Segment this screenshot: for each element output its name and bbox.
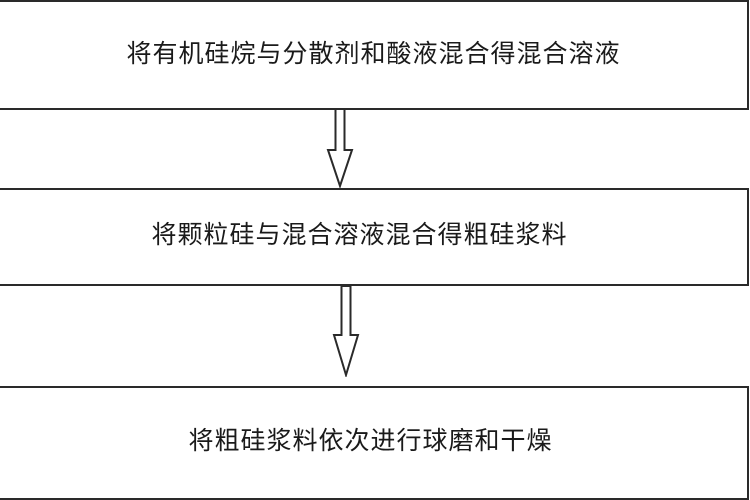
step-label-2: 将颗粒硅与混合溶液混合得粗硅浆料 — [151, 220, 568, 249]
step-box-1: 将有机硅烷与分散剂和酸液混合得混合溶液 — [0, 0, 749, 110]
step-box-3: 将粗硅浆料依次进行球磨和干燥 — [0, 386, 749, 500]
step-label-1: 将有机硅烷与分散剂和酸液混合得混合溶液 — [126, 39, 621, 68]
down-arrow-icon — [326, 108, 354, 188]
down-arrow-icon — [332, 285, 360, 377]
step-box-2: 将颗粒硅与混合溶液混合得粗硅浆料 — [0, 188, 749, 286]
step-label-3: 将粗硅浆料依次进行球磨和干燥 — [188, 426, 553, 455]
